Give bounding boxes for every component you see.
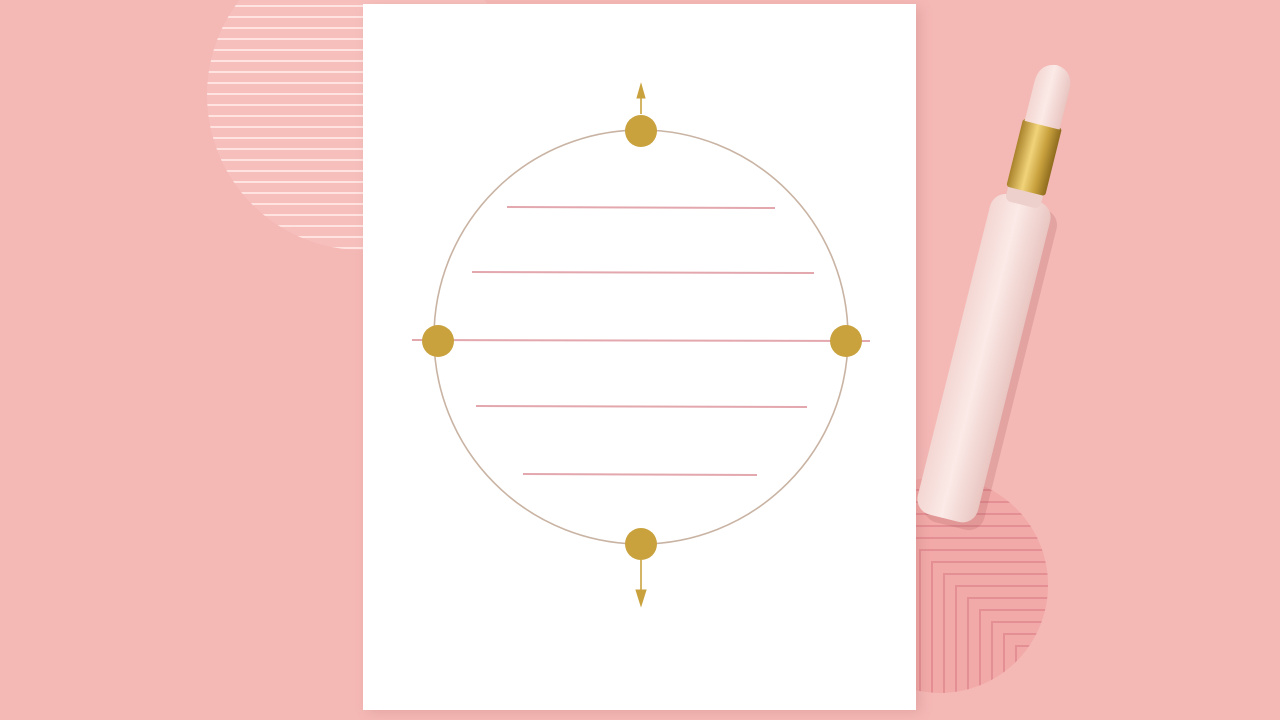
arrow-up-icon [636, 82, 646, 114]
writing-line-3 [411, 339, 871, 342]
writing-line-2 [471, 271, 815, 274]
writing-line-1 [506, 206, 776, 209]
stripe-line [979, 609, 1048, 693]
stripe-line [931, 561, 1048, 693]
stripe-line [955, 585, 1048, 693]
compass-dot-right [830, 325, 862, 357]
compass-dot-top [625, 115, 657, 147]
compass-dot-left [422, 325, 454, 357]
writing-lines [411, 206, 871, 476]
stripe-line [943, 573, 1048, 693]
writing-line-4 [475, 405, 808, 408]
arrow-down-icon [635, 560, 647, 608]
pen-band [1006, 119, 1062, 196]
writing-line-5 [522, 473, 758, 476]
pen-tip [1024, 64, 1071, 130]
stripe-line [967, 597, 1048, 693]
pen-body [917, 193, 1051, 523]
compass-dot-bottom [625, 528, 657, 560]
stripe-line [919, 549, 1048, 693]
